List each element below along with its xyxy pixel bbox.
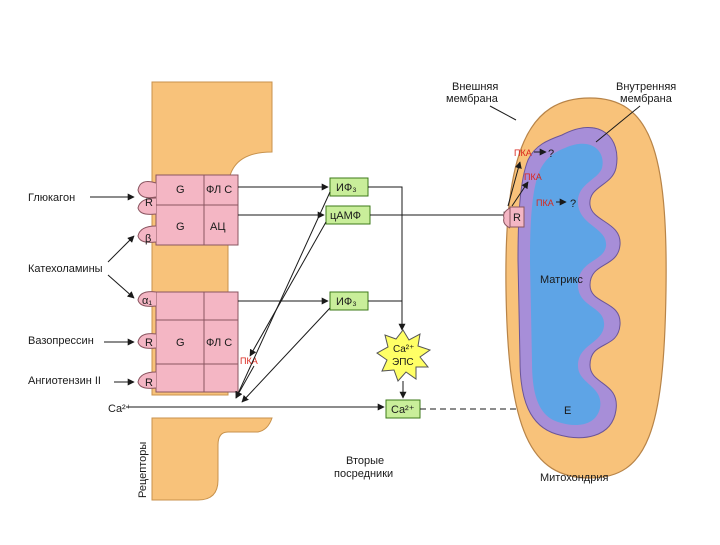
receptor-r-angiotensin: R: [145, 377, 153, 389]
receptor-knobs: [137, 181, 157, 389]
plc-1: ФЛ С: [206, 184, 232, 196]
plc-2: ФЛ С: [206, 337, 232, 349]
mito-receptor: [509, 206, 525, 228]
receptors-label: Рецепторы: [137, 442, 149, 498]
receptor-r-glucagon: R: [145, 197, 153, 209]
camp-label: цАМФ: [330, 210, 361, 222]
mito-receptor-label: R: [513, 212, 521, 224]
g-protein-3: G: [176, 337, 185, 349]
er-calcium-star: [376, 329, 432, 382]
pka-cell-label: ПКА: [240, 356, 258, 366]
outer-membrane-label-2: мембрана: [446, 93, 499, 105]
label-vasopressin: Вазопрессин: [28, 335, 94, 347]
g-protein-2: G: [176, 221, 185, 233]
ip3-top-label: ИФ₃: [336, 182, 357, 194]
second-messengers-label-2: посредники: [334, 468, 393, 480]
matrix-label: Матрикс: [540, 274, 583, 286]
outer-membrane-label-1: Внешняя: [452, 81, 498, 93]
question-mark-1: ?: [548, 148, 554, 160]
second-messengers-label-1: Вторые: [346, 455, 384, 467]
mitochondria-label: Митохондрия: [540, 472, 608, 484]
e-label: E: [564, 405, 571, 417]
pka-mito-1: ПКА: [514, 148, 532, 158]
receptor-beta: β: [145, 233, 151, 245]
inner-membrane-label-1: Внутренняя: [616, 81, 676, 93]
label-angiotensin: Ангиотензин II: [28, 375, 101, 387]
er-calcium-label: Ca²⁺: [393, 344, 414, 355]
pka-mito-2: ПКА: [524, 172, 542, 182]
receptor-column: [155, 174, 239, 393]
g-protein-1: G: [176, 184, 185, 196]
ip3-bottom-label: ИФ₃: [336, 296, 357, 308]
cell-membrane-lower: [151, 417, 273, 501]
er-label: ЭПС: [392, 357, 414, 368]
inner-membrane-label-2: мембрана: [620, 93, 673, 105]
pka-mito-3: ПКА: [536, 198, 554, 208]
question-mark-2: ?: [570, 198, 576, 210]
adenylate-cyclase: АЦ: [210, 221, 225, 233]
label-catecholamines: Катехоламины: [28, 263, 103, 275]
mitochondrion-matrix: [530, 143, 607, 426]
receptor-r-vasopressin: R: [145, 337, 153, 349]
label-calcium-ion: Ca²⁺: [108, 403, 132, 415]
receptor-alpha1: α₁: [142, 295, 152, 307]
label-glucagon: Глюкагон: [28, 192, 75, 204]
calcium-box-label: Ca²⁺: [391, 404, 415, 416]
